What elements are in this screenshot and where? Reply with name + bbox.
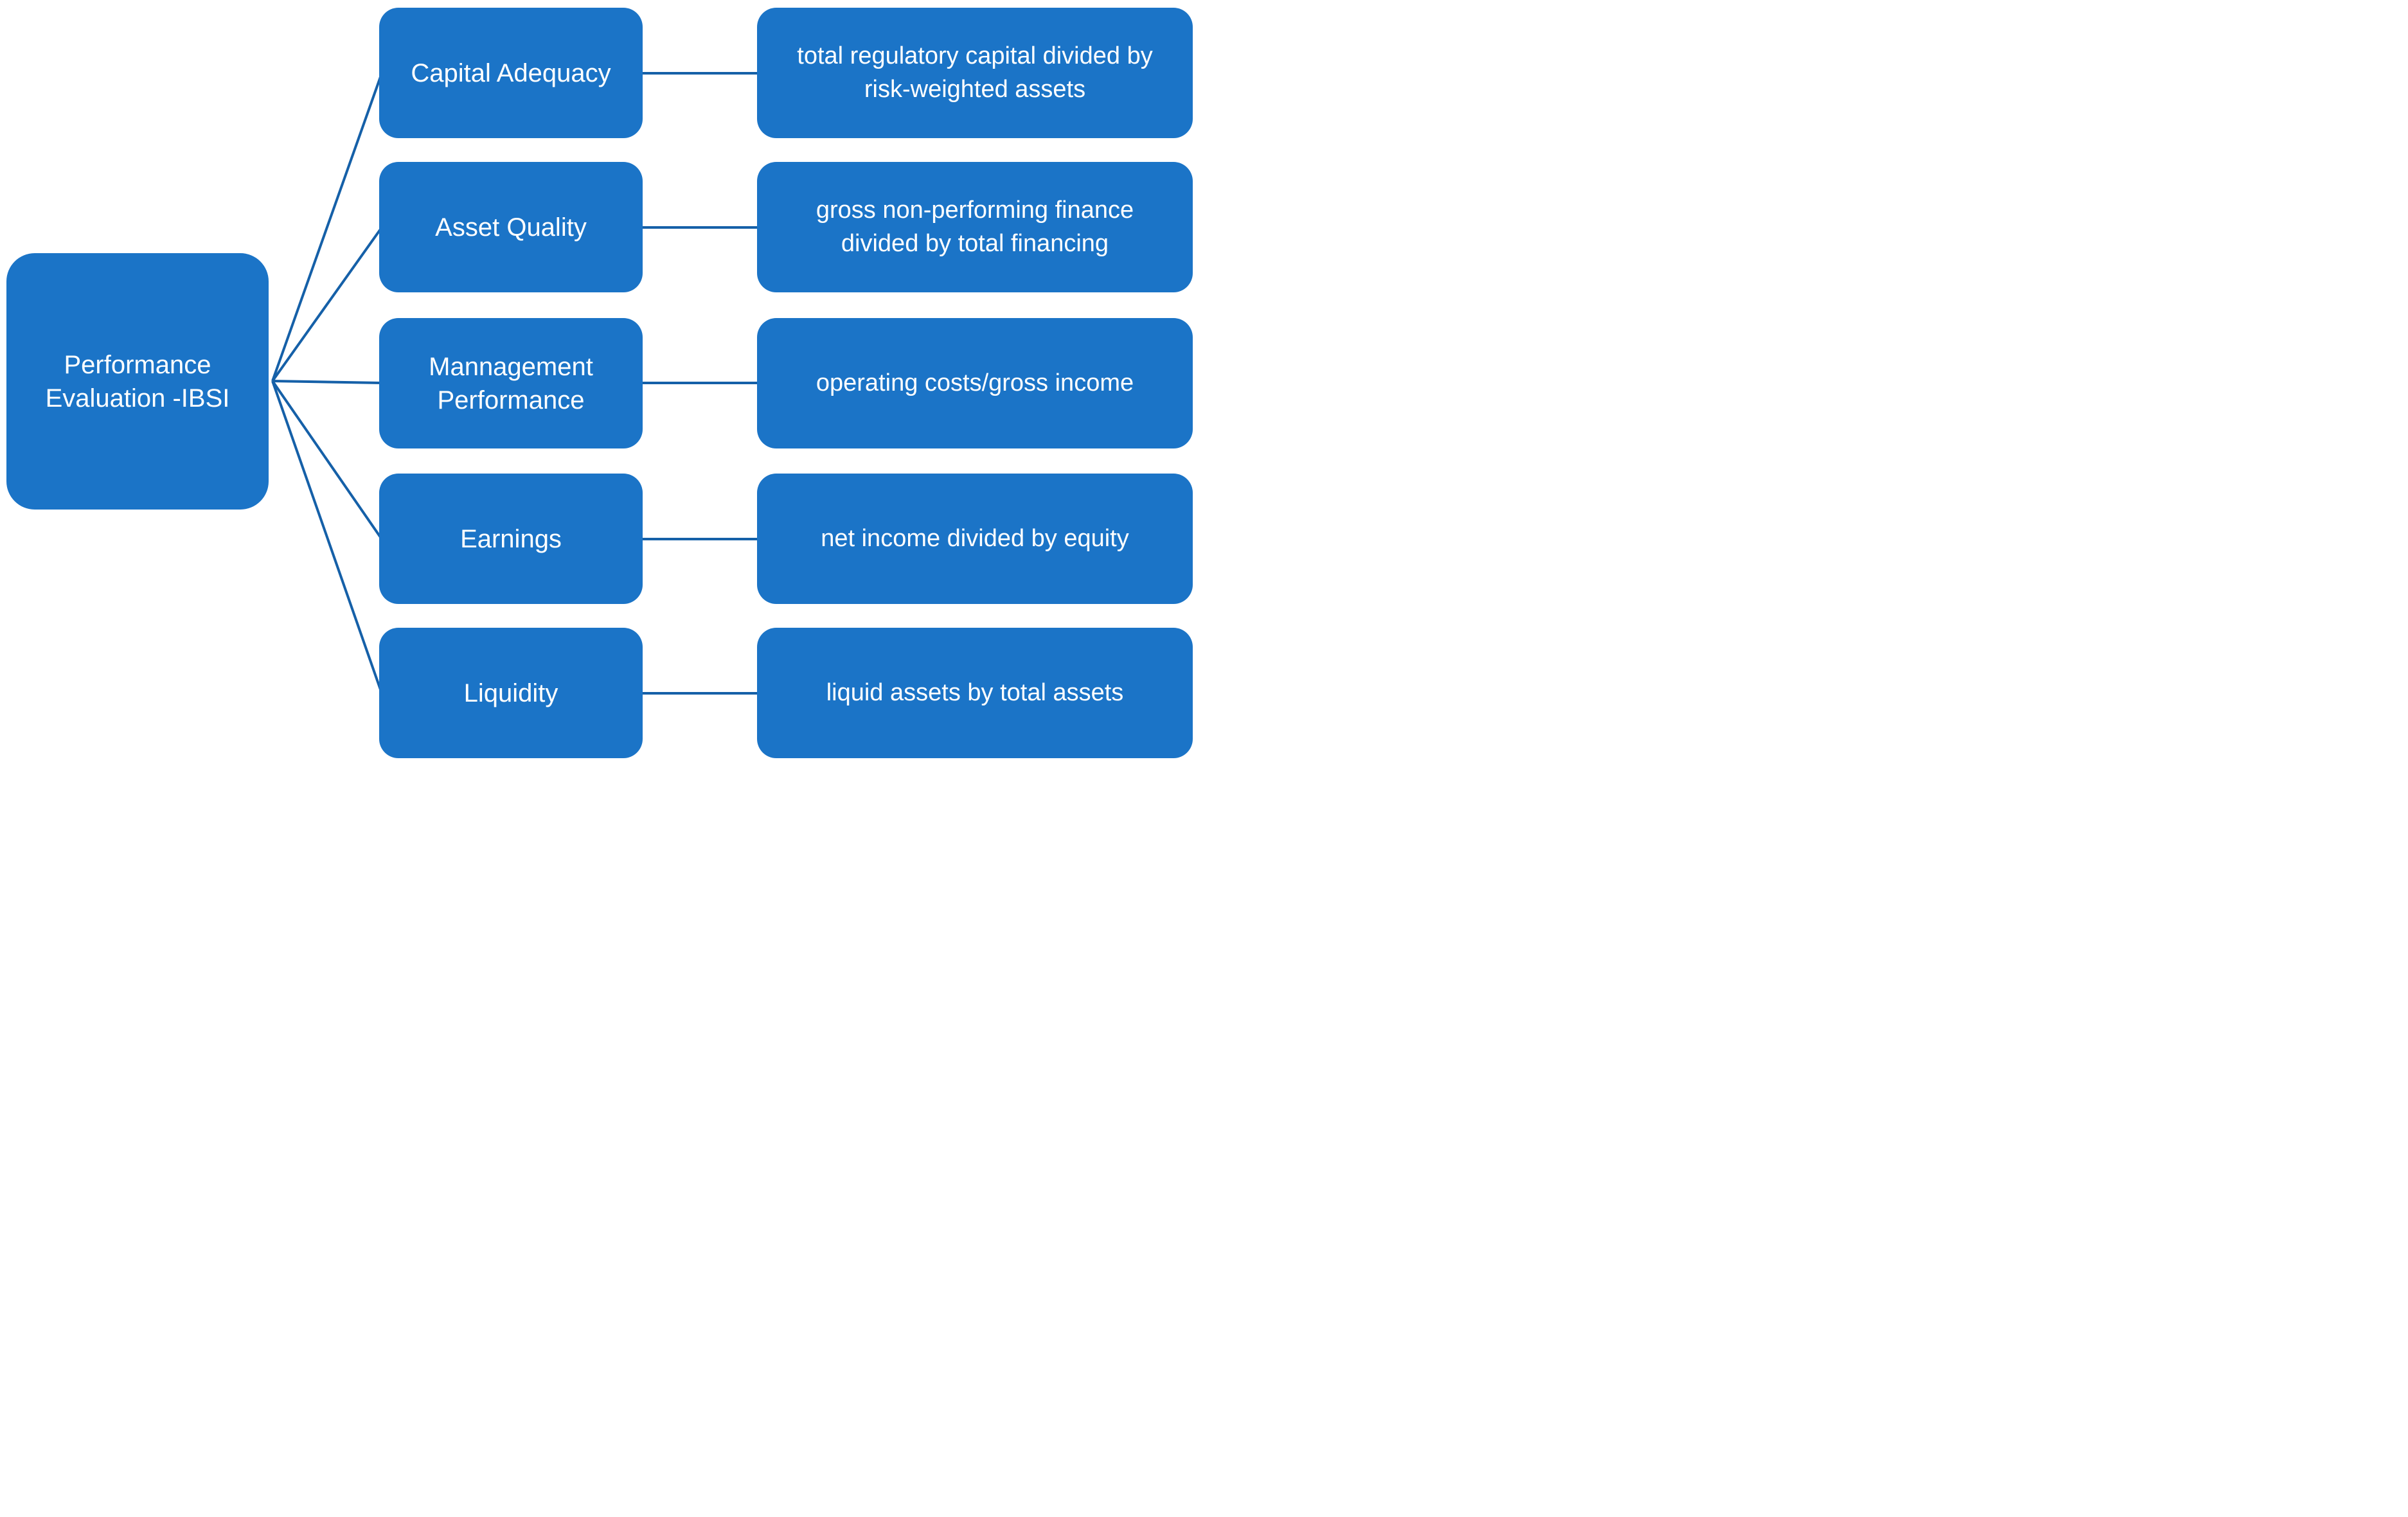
root-node: Performance Evaluation -IBSI	[6, 253, 269, 510]
performance-evaluation-diagram: Performance Evaluation -IBSI Capital Ade…	[0, 0, 1204, 759]
description-label: net income divided by equity	[821, 524, 1129, 552]
root-node-label: Performance Evaluation -IBSI	[45, 350, 230, 413]
description-node-capital-adequacy: total regulatory capital divided by risk…	[757, 8, 1193, 138]
connector-root-to-liquidity	[271, 380, 383, 694]
connector-lines-layer	[271, 72, 760, 695]
category-label: Liquidity	[463, 679, 558, 707]
category-label: Earnings	[460, 524, 562, 553]
description-node-management-performance: operating costs/gross income	[757, 318, 1193, 448]
category-label: Mannagement Performance	[429, 352, 593, 414]
description-label: gross non-performing finance divided by …	[816, 197, 1134, 257]
category-node-asset-quality: Asset Quality	[379, 162, 643, 292]
description-label: total regulatory capital divided by risk…	[797, 42, 1153, 103]
category-node-capital-adequacy: Capital Adequacy	[379, 8, 643, 138]
connector-root-to-management-performance	[272, 380, 382, 384]
category-node-liquidity: Liquidity	[379, 628, 643, 758]
description-node-liquidity: liquid assets by total assets	[757, 628, 1193, 758]
category-label: Capital Adequacy	[411, 58, 611, 87]
description-label: liquid assets by total assets	[826, 679, 1124, 706]
category-node-earnings: Earnings	[379, 474, 643, 604]
connector-root-to-asset-quality	[271, 226, 383, 382]
connector-root-to-earnings	[271, 380, 383, 540]
category-node-management-performance: Mannagement Performance	[379, 318, 643, 448]
description-label: operating costs/gross income	[816, 369, 1134, 396]
description-node-earnings: net income divided by equity	[757, 474, 1193, 604]
category-label: Asset Quality	[435, 213, 587, 242]
description-node-asset-quality: gross non-performing finance divided by …	[757, 162, 1193, 292]
connector-root-to-capital-adequacy	[271, 73, 383, 382]
